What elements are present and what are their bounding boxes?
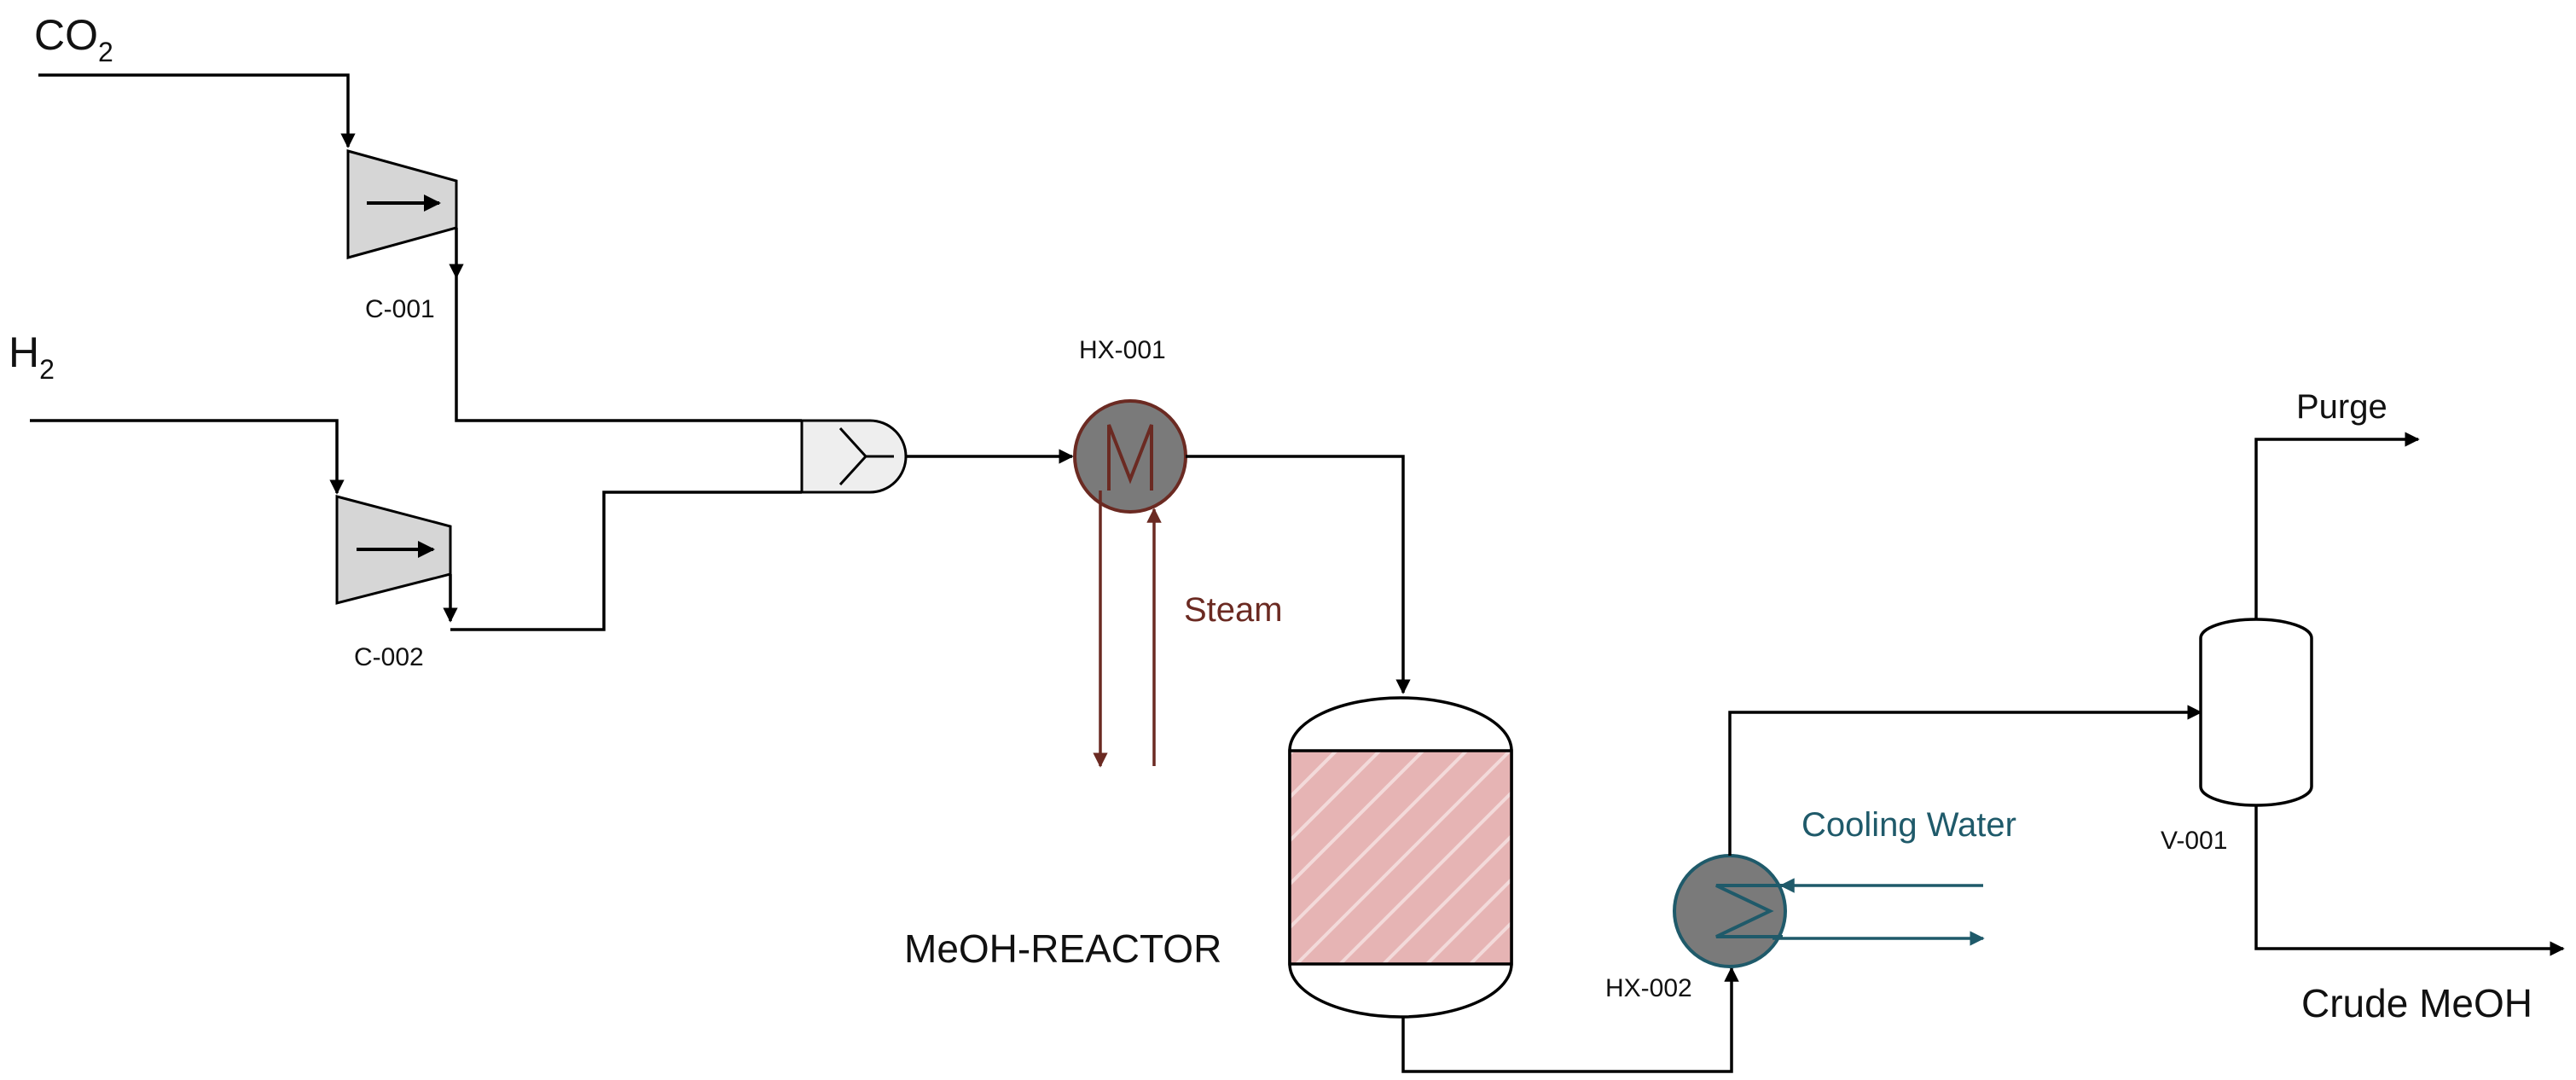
co2-feed-label: CO2 — [34, 11, 113, 67]
hx001-to-reactor-line — [1186, 455, 1411, 694]
v001-label: V-001 — [2161, 827, 2227, 855]
reactor-label: MeOH-REACTOR — [904, 926, 1221, 971]
c001-label: C-001 — [365, 295, 435, 323]
purge-label: Purge — [2296, 388, 2387, 426]
hx002-to-separator-line — [1728, 705, 2202, 856]
hx001-coil — [1107, 424, 1153, 491]
mixer — [800, 419, 908, 494]
c002-label: C-002 — [354, 643, 424, 671]
crude-meoh-label: Crude MeOH — [2301, 981, 2532, 1025]
c002-to-mixer-line — [450, 491, 802, 631]
purge-line — [2254, 432, 2420, 619]
c001-to-mixer-line — [455, 277, 802, 422]
separator-v001 — [2199, 618, 2313, 807]
hx002-label: HX-002 — [1605, 974, 1692, 1002]
cooling-water-label: Cooling Water — [1801, 806, 2016, 844]
co2-feed-line — [38, 73, 356, 148]
h2-feed-line — [30, 419, 345, 495]
hx001-label: HX-001 — [1079, 336, 1166, 364]
mixer-symbol — [838, 427, 894, 486]
h2-feed-label: H2 — [9, 328, 55, 385]
crude-meoh-line — [2254, 805, 2565, 956]
hx002-coil — [1715, 884, 1783, 938]
steam-label: Steam — [1184, 591, 1283, 629]
reactor-catalyst-bed — [1288, 749, 1513, 966]
heat-exchanger-hx001 — [1073, 399, 1187, 514]
reactor-to-hx002-line — [1401, 967, 1739, 1073]
